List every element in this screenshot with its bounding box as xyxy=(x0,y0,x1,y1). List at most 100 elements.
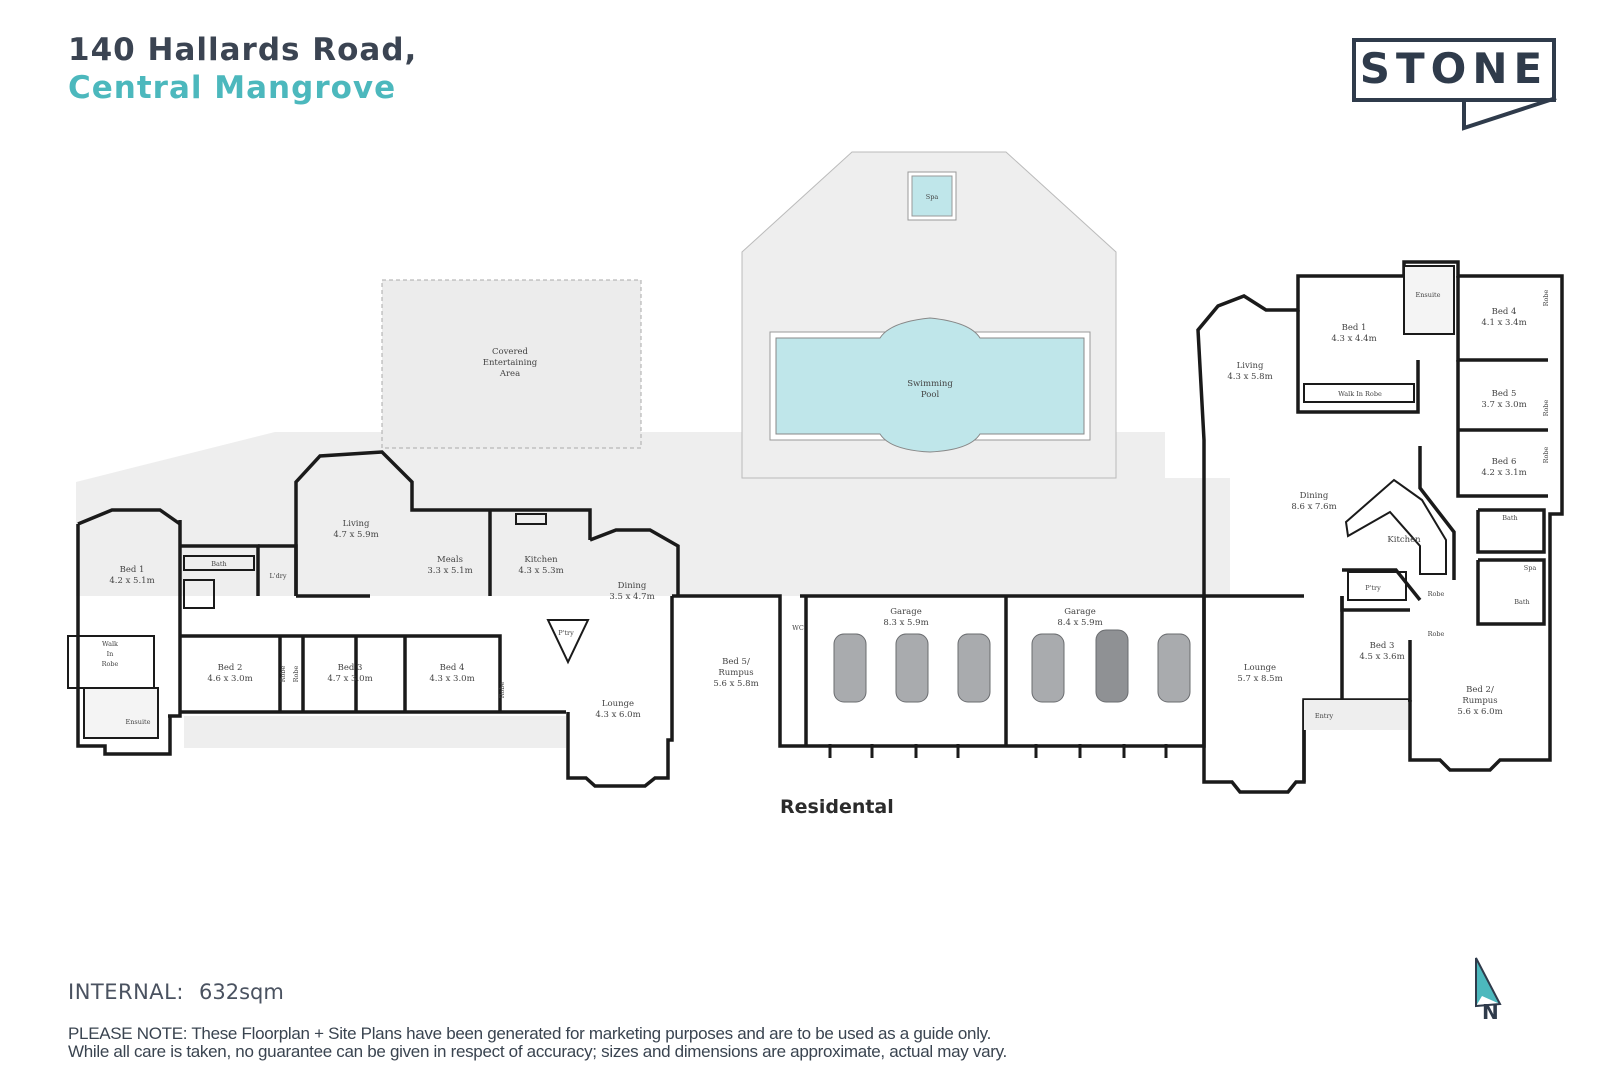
bed5-name: Bed 5/ xyxy=(722,657,750,667)
disclaimer-line2: While all care is taken, no guarantee ca… xyxy=(68,1042,1007,1061)
wir-e: Walk In Robe xyxy=(1338,390,1382,398)
garage-doors xyxy=(828,744,1168,758)
logo-text: STONE xyxy=(1359,44,1549,93)
ensuite-w: Ensuite xyxy=(126,718,151,726)
garage1-name: Garage xyxy=(890,607,921,617)
garage-cars xyxy=(833,629,1191,703)
living-w-dim: 4.7 x 5.9m xyxy=(333,530,378,540)
north-arrow-icon xyxy=(1475,957,1502,1008)
covered-label-2: Entertaining xyxy=(483,358,538,368)
bed3-e-name: Bed 3 xyxy=(1370,641,1395,651)
swimming-pool xyxy=(775,317,1085,453)
kitchen-e-name: Kitchen xyxy=(1387,535,1421,545)
garage2-dim: 8.4 x 5.9m xyxy=(1057,618,1102,628)
living-e-dim: 4.3 x 5.8m xyxy=(1227,372,1272,382)
bed5-dim: 5.6 x 5.8m xyxy=(713,679,758,689)
garage-walls xyxy=(672,594,1206,748)
bed3-w-dim: 4.7 x 3.0m xyxy=(327,674,372,684)
bed4-w-dim: 4.3 x 3.0m xyxy=(429,674,474,684)
robe-a: Robe xyxy=(279,665,287,682)
ptry-w: P'try xyxy=(558,629,574,637)
garage1-dim: 8.3 x 5.9m xyxy=(883,618,928,628)
lounge-e-name: Lounge xyxy=(1244,663,1276,673)
bed2-e-name: Bed 2/ xyxy=(1466,685,1494,695)
bed6-name: Bed 6 xyxy=(1492,457,1517,467)
bed5-e-name: Bed 5 xyxy=(1492,389,1517,399)
bed2-w-dim: 4.6 x 3.0m xyxy=(207,674,252,684)
spa-label: Spa xyxy=(926,193,939,201)
covered-entertaining-area xyxy=(381,279,642,449)
meals-dim: 3.3 x 5.1m xyxy=(427,566,472,576)
dining-e-name: Dining xyxy=(1300,491,1329,501)
bed5-e-dim: 3.7 x 3.0m xyxy=(1481,400,1526,410)
entry: Entry xyxy=(1315,712,1334,720)
wir-w-2: In xyxy=(107,650,114,658)
wir-w-1: Walk xyxy=(102,640,118,648)
bath-e1: Bath xyxy=(1502,514,1517,522)
disclaimer-line1: PLEASE NOTE: These Floorplan + Site Plan… xyxy=(68,1024,992,1043)
living-w-name: Living xyxy=(343,519,370,529)
dining-w-name: Dining xyxy=(618,581,647,591)
wir-w-3: Robe xyxy=(102,660,119,668)
meals-name: Meals xyxy=(437,555,463,565)
internal-area-value: 632sqm xyxy=(199,980,284,1004)
lounge-w-dim: 4.3 x 6.0m xyxy=(595,710,640,720)
room-labels: Spa Swimming Pool Covered Entertaining A… xyxy=(102,193,1550,726)
logo-tail-icon xyxy=(1462,96,1557,131)
garage2-name: Garage xyxy=(1064,607,1095,617)
robe-b: Robe xyxy=(292,665,300,682)
north-label: N xyxy=(1482,1000,1499,1024)
address-line1: 140 Hallards Road, xyxy=(68,32,418,68)
kitchen-w-name: Kitchen xyxy=(524,555,558,565)
pool-label-2: Pool xyxy=(921,390,940,400)
bed1-w-name: Bed 1 xyxy=(120,565,145,575)
dining-w-dim: 3.5 x 4.7m xyxy=(609,592,654,602)
kitchen-w-dim: 4.3 x 5.3m xyxy=(518,566,563,576)
lounge-e-dim: 5.7 x 8.5m xyxy=(1237,674,1282,684)
covered-label-3: Area xyxy=(499,369,520,379)
spa-e: Spa xyxy=(1524,564,1537,572)
bed1-w-dim: 4.2 x 5.1m xyxy=(109,576,154,586)
west-interior xyxy=(67,513,590,739)
robe-f: Robe xyxy=(1542,446,1550,463)
front-verandah xyxy=(184,716,566,748)
bed3-w-name: Bed 3 xyxy=(338,663,363,673)
bed4-e-name: Bed 4 xyxy=(1492,307,1517,317)
ptry-e: P'try xyxy=(1365,584,1381,592)
bath-e2: Bath xyxy=(1514,598,1529,606)
west-wing-walls xyxy=(76,450,680,788)
dining-e-dim: 8.6 x 7.6m xyxy=(1291,502,1336,512)
living-e-name: Living xyxy=(1237,361,1264,371)
robe-c: Robe xyxy=(498,681,506,698)
east-wing-walls xyxy=(1196,260,1564,794)
bed2-e-sub: Rumpus xyxy=(1462,696,1497,706)
bed1-e-name: Bed 1 xyxy=(1342,323,1367,333)
ldry: L'dry xyxy=(269,572,286,580)
address-line2: Central Mangrove xyxy=(68,70,397,106)
robe-h: Robe xyxy=(1428,630,1445,638)
internal-area-label: INTERNAL: xyxy=(68,980,184,1004)
bed2-e-dim: 5.6 x 6.0m xyxy=(1457,707,1502,717)
east-interior xyxy=(1303,265,1455,730)
robe-e: Robe xyxy=(1542,399,1550,416)
logo-frame xyxy=(1352,38,1556,102)
bed5-sub: Rumpus xyxy=(718,668,753,678)
plan-label: Residental xyxy=(780,796,894,818)
wc: WC xyxy=(792,624,804,632)
robe-d: Robe xyxy=(1542,289,1550,306)
covered-label-1: Covered xyxy=(492,347,529,357)
bed4-e-dim: 4.1 x 3.4m xyxy=(1481,318,1526,328)
bed4-w-name: Bed 4 xyxy=(440,663,465,673)
robe-g: Robe xyxy=(1428,590,1445,598)
spa-water xyxy=(911,175,953,217)
bed6-dim: 4.2 x 3.1m xyxy=(1481,468,1526,478)
ensuite-e: Ensuite xyxy=(1416,291,1441,299)
stone-logo: STONE xyxy=(1352,38,1564,140)
pool-label-1: Swimming xyxy=(907,379,953,389)
bath-w: Bath xyxy=(211,560,226,568)
lounge-w-name: Lounge xyxy=(602,699,634,709)
bed2-w-name: Bed 2 xyxy=(218,663,243,673)
bed1-e-dim: 4.3 x 4.4m xyxy=(1331,334,1376,344)
bed3-e-dim: 4.5 x 3.6m xyxy=(1359,652,1404,662)
